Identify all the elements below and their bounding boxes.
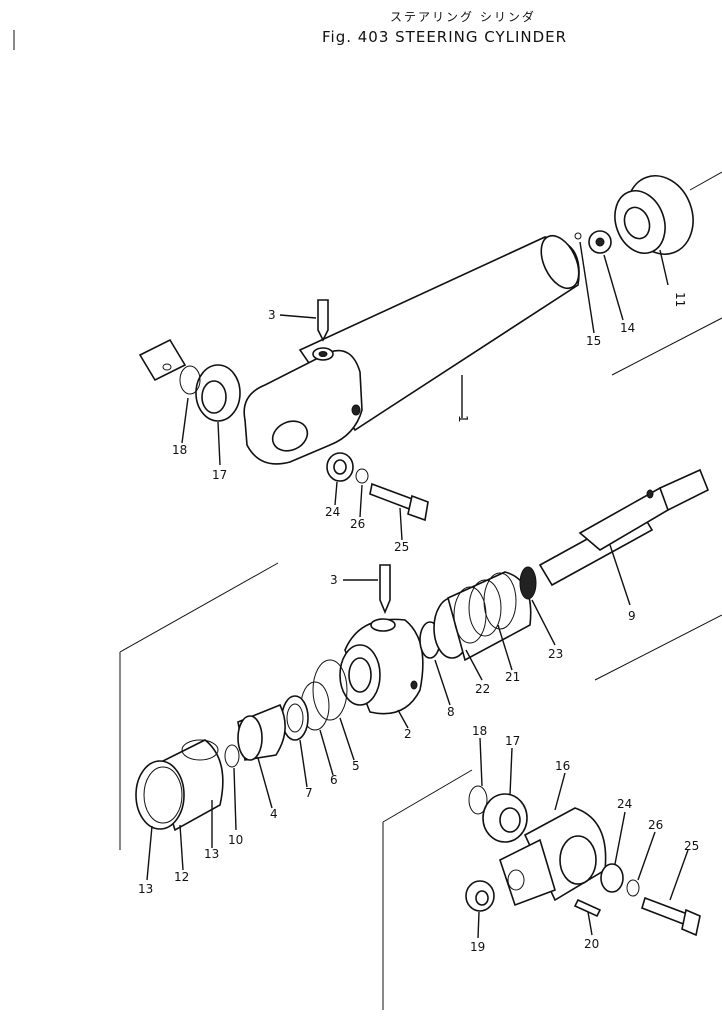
- cylinder-tube-part-1: [243, 234, 580, 465]
- pin-part-20: [573, 898, 602, 918]
- callout-6: 6: [330, 773, 338, 787]
- washer-part-26-lower: [626, 879, 640, 897]
- frame-lines: [13, 30, 722, 1010]
- callout-10: 10: [228, 833, 243, 847]
- callout-2: 2: [404, 727, 412, 741]
- callout-13-right: 13: [204, 847, 219, 861]
- callout-22: 22: [475, 682, 490, 696]
- callout-19: 19: [470, 940, 485, 954]
- callout-12: 12: [174, 870, 189, 884]
- piston-rod-part-9: [538, 468, 710, 587]
- callout-17-upper: 17: [212, 468, 227, 482]
- snap-ring-part-18-upper: [138, 338, 201, 395]
- figure-title-japanese: ステアリング シリンダ: [390, 10, 536, 24]
- callout-numbers: 1 2 3 3 4 5 6 7 8 9 10 11 12 13 13 14 15…: [138, 292, 699, 954]
- figure-title: Fig. 403 STEERING CYLINDER: [322, 28, 568, 46]
- washer-part-24-upper: [326, 452, 354, 482]
- bushing-part-4: [237, 703, 286, 761]
- callout-20: 20: [584, 937, 599, 951]
- seal-ring-part-13: [135, 760, 185, 830]
- callout-9: 9: [628, 609, 636, 623]
- callout-21: 21: [505, 670, 520, 684]
- washer-part-24-lower: [600, 863, 624, 893]
- o-ring-part-10: [224, 744, 240, 768]
- callout-18-lower: 18: [472, 724, 487, 738]
- callout-7: 7: [305, 786, 313, 800]
- callout-8: 8: [447, 705, 455, 719]
- callout-3-upper: 3: [268, 308, 276, 322]
- callout-4: 4: [270, 807, 278, 821]
- callout-11: 11: [673, 292, 687, 307]
- callout-16: 16: [555, 759, 570, 773]
- bolt-part-25-lower: [641, 896, 701, 937]
- callout-25-upper: 25: [394, 540, 409, 554]
- piston-part-2: [339, 618, 424, 715]
- grease-fitting-part-3-upper: [317, 299, 329, 342]
- leader-lines: [146, 241, 689, 939]
- nut-part-19: [465, 880, 495, 912]
- washer-part-26-upper: [355, 468, 369, 484]
- snap-ring-part-18-lower: [468, 785, 488, 815]
- pin-part-15: [574, 232, 582, 240]
- callout-25-lower: 25: [684, 839, 699, 853]
- callout-1: 1: [456, 415, 470, 423]
- bushing-part-17-lower: [482, 793, 528, 843]
- callout-5: 5: [352, 759, 360, 773]
- bolt-part-25-upper: [369, 482, 429, 522]
- callout-3-lower: 3: [330, 573, 338, 587]
- callout-18-upper: 18: [172, 443, 187, 457]
- bearing-part-7: [281, 695, 309, 741]
- callout-26-upper: 26: [350, 517, 365, 531]
- nut-part-14: [588, 230, 612, 254]
- callout-23: 23: [548, 647, 563, 661]
- callout-17-lower: 17: [505, 734, 520, 748]
- callout-14: 14: [620, 321, 635, 335]
- rod-end-part-16: [499, 807, 607, 907]
- callout-24-upper: 24: [325, 505, 340, 519]
- nut-part-23: [519, 566, 537, 600]
- callout-13-left: 13: [138, 882, 153, 896]
- callout-24-lower: 24: [617, 797, 632, 811]
- callout-26-lower: 26: [648, 818, 663, 832]
- grease-fitting-part-3-lower: [379, 564, 391, 615]
- snap-ring-part-5: [312, 659, 348, 721]
- cylinder-head-part-11: [614, 175, 694, 255]
- callout-15: 15: [586, 334, 601, 348]
- bushing-part-17-upper: [195, 364, 241, 422]
